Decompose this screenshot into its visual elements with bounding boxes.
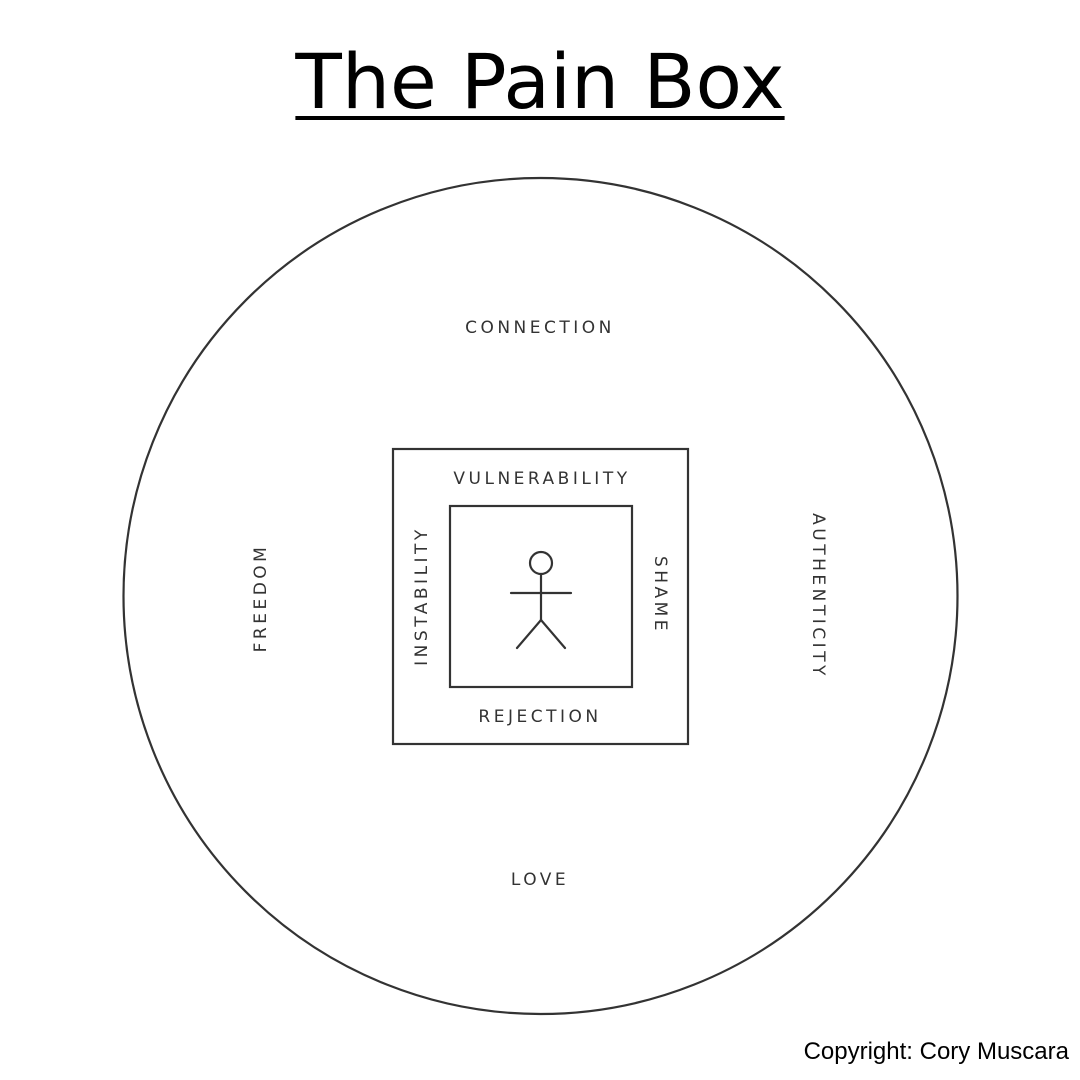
outer-circle [122, 176, 959, 1016]
label-vulnerability: VULNERABILITY [453, 469, 630, 489]
inner-box [448, 504, 634, 689]
label-instability: INSTABILITY [412, 526, 432, 666]
label-shame: SHAME [650, 556, 670, 634]
copyright-notice: Copyright: Cory Muscara [803, 1038, 1069, 1065]
label-connection: CONNECTION [465, 318, 615, 338]
diagram-title: The Pain Box [0, 38, 1080, 125]
label-rejection: REJECTION [478, 707, 601, 727]
stick-figure-right-leg [539, 618, 567, 650]
label-authenticity: AUTHENTICITY [808, 513, 828, 679]
outer-box [391, 447, 690, 746]
stick-figure-icon [509, 550, 573, 650]
label-freedom: FREEDOM [251, 544, 271, 653]
stick-figure-head [528, 550, 554, 576]
label-love: LOVE [511, 870, 569, 890]
diagram-title-text: The Pain Box [295, 37, 785, 126]
stick-figure-left-leg [515, 618, 543, 650]
